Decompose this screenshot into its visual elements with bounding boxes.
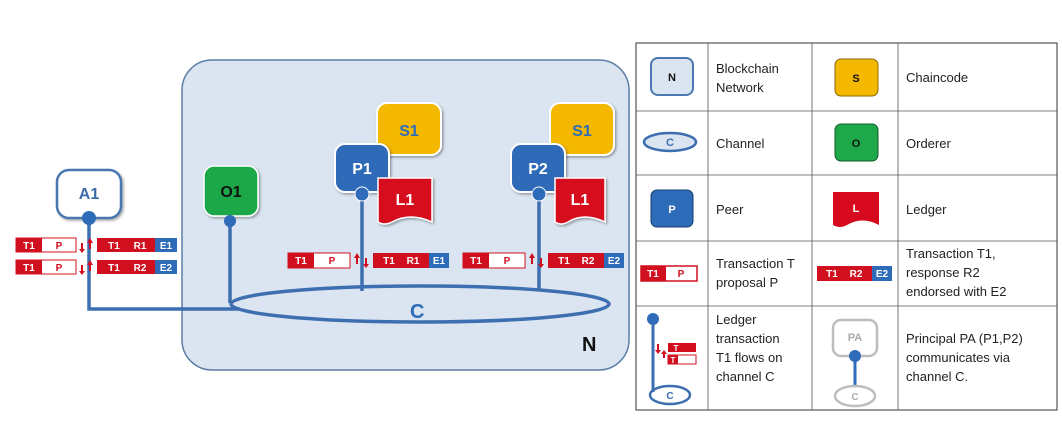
orderer-o1: O1 — [203, 165, 259, 227]
legend-row5-right: Principal PA (P1,P2) communicates via ch… — [906, 331, 1026, 384]
legend-tx-proposal-icon: T1 P — [640, 265, 698, 282]
tx-t1: T1 — [108, 241, 120, 252]
legend-chaincode-icon — [834, 58, 879, 97]
svg-text:PA: PA — [848, 332, 863, 344]
l1-label-2: L1 — [571, 192, 590, 209]
svg-text:T1: T1 — [647, 269, 659, 280]
legend-network-icon — [650, 57, 694, 96]
tx-p: P — [56, 263, 63, 274]
tx-r2: R2 — [134, 263, 147, 274]
legend-network-letter: N — [668, 72, 676, 84]
legend-row4-right: Transaction T1, response R2 endorsed wit… — [906, 246, 1006, 299]
tx-strip-p2: T1 P T1 R2 E2 — [462, 252, 624, 269]
tx-p: P — [329, 256, 336, 267]
o1-port — [224, 215, 236, 227]
channel-label: C — [410, 301, 424, 323]
tx-t1: T1 — [470, 256, 482, 267]
svg-text:R2: R2 — [850, 269, 863, 280]
down-arrow — [363, 258, 369, 268]
l1-label-1: L1 — [396, 192, 415, 209]
peer-p1-group: S1 P1 L1 — [334, 102, 442, 225]
legend-row2-left: Channel — [716, 136, 765, 151]
down-arrow — [79, 265, 85, 275]
tx-p: P — [504, 256, 511, 267]
up-arrow — [87, 260, 93, 271]
p2-port — [531, 186, 547, 202]
tx-r1: R1 — [134, 241, 147, 252]
l1-ledger-1 — [377, 177, 433, 225]
legend-row3-right: Ledger — [906, 202, 947, 217]
legend-row1-right: Chaincode — [906, 70, 968, 85]
s1-chaincode-1 — [376, 102, 442, 156]
legend-row3-left: Peer — [716, 202, 744, 217]
network-label: N — [582, 334, 596, 356]
legend-channel-icon — [642, 131, 698, 153]
p2-label: P2 — [528, 161, 548, 178]
legend-orderer-letter: O — [852, 138, 861, 150]
tx-t1: T1 — [558, 256, 570, 267]
tx-e1: E1 — [160, 241, 173, 252]
o1-label: O1 — [220, 184, 241, 201]
legend-ledger-icon — [833, 192, 879, 227]
legend-channel-letter: C — [666, 137, 674, 149]
up-arrow — [354, 253, 360, 264]
svg-text:C: C — [666, 391, 673, 402]
tx-e1: E1 — [433, 256, 446, 267]
svg-text:T: T — [674, 344, 679, 353]
a1-port — [82, 211, 96, 225]
up-arrow — [529, 253, 535, 264]
tx-r1: R1 — [407, 256, 420, 267]
legend-row1-left: Blockchain Network — [716, 61, 783, 95]
svg-text:E2: E2 — [876, 269, 889, 280]
s1-label-1: S1 — [399, 123, 419, 140]
s1-chaincode-2 — [549, 102, 615, 156]
peer-p2-group: S1 P2 L1 — [510, 102, 615, 225]
legend-orderer-icon — [834, 123, 879, 162]
l1-ledger-2 — [554, 177, 606, 225]
tx-e2: E2 — [160, 263, 173, 274]
legend-principal-icon: PA C — [831, 318, 879, 408]
a1-label: A1 — [79, 186, 100, 203]
svg-text:C: C — [851, 392, 858, 403]
channel-c: C — [229, 284, 611, 324]
legend-chaincode-letter: S — [852, 73, 859, 85]
down-arrow — [79, 243, 85, 253]
s1-label-2: S1 — [572, 123, 592, 140]
p1-port — [354, 186, 370, 202]
down-arrow — [538, 258, 544, 268]
tx-e2: E2 — [608, 256, 621, 267]
tx-t1: T1 — [108, 263, 120, 274]
tx-strip-a1-row2: T1 P T1 R2 E2 — [15, 259, 177, 275]
tx-t1: T1 — [23, 241, 35, 252]
tx-t1: T1 — [23, 263, 35, 274]
legend-peer-icon — [650, 189, 694, 228]
tx-strip-a1-row1: T1 P T1 R1 E1 — [15, 237, 177, 253]
legend-row2-right: Orderer — [906, 136, 951, 151]
legend-ledger-letter: L — [853, 203, 860, 215]
tx-strip-p1: T1 P T1 R1 E1 — [287, 252, 449, 269]
p1-label: P1 — [352, 161, 372, 178]
svg-text:T: T — [671, 356, 676, 365]
channel-ellipse — [229, 284, 611, 324]
svg-text:T1: T1 — [826, 269, 838, 280]
principal-a1: A1 — [55, 168, 123, 225]
legend-ledger-flow-icon: C T T — [647, 313, 697, 406]
svg-text:P: P — [678, 269, 685, 280]
legend-tx-response-icon: T1 R2 E2 — [817, 266, 892, 281]
legend-row4-left: Transaction T proposal P — [716, 256, 798, 290]
tx-t1: T1 — [295, 256, 307, 267]
legend-table: N S C O P L T1 P T1 R2 E2 — [635, 42, 1058, 411]
tx-r2: R2 — [582, 256, 595, 267]
tx-p: P — [56, 241, 63, 252]
tx-t1: T1 — [383, 256, 395, 267]
legend-row5-left: Ledger transaction T1 flows on channel C — [716, 312, 786, 384]
legend-peer-letter: P — [668, 204, 675, 216]
up-arrow — [87, 238, 93, 249]
